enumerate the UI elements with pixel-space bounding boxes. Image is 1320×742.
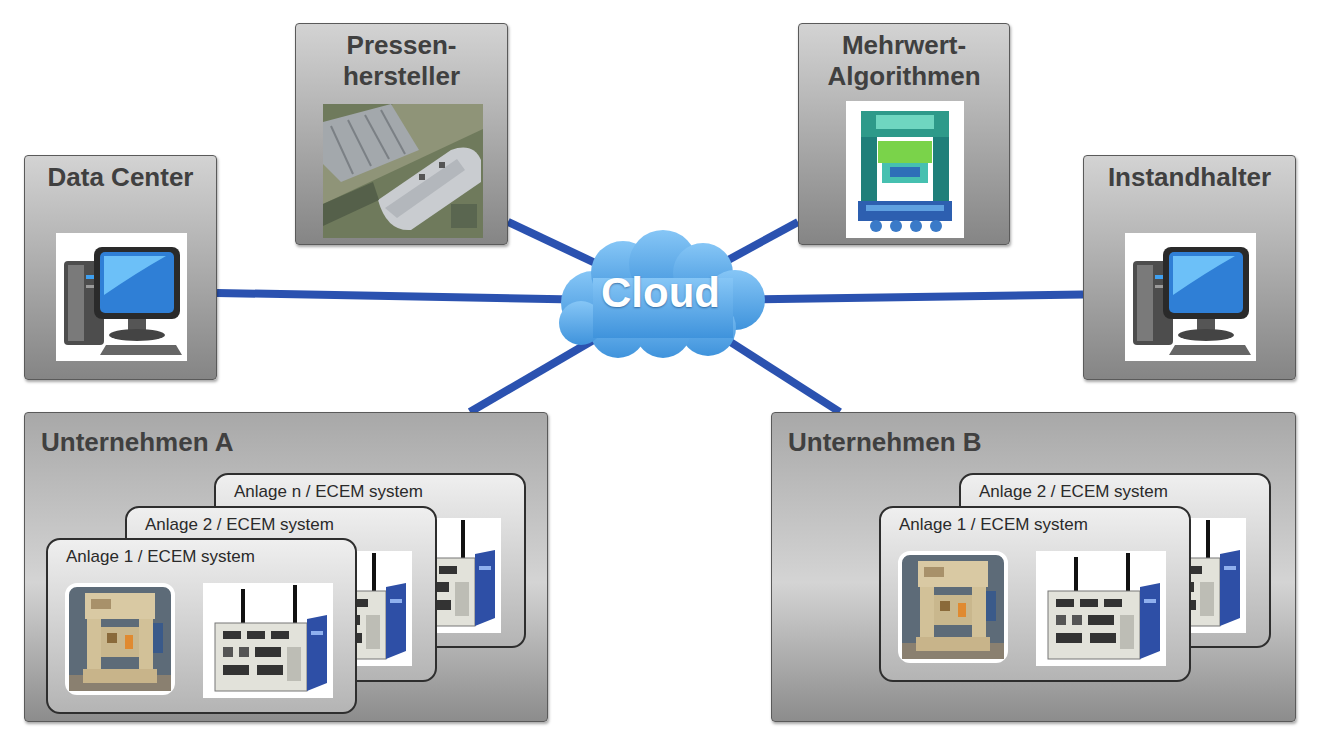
cloud-node: Cloud — [553, 228, 768, 358]
ecem-device — [1036, 551, 1166, 666]
process-box: Data Center — [24, 155, 217, 380]
box-heading: Instandhalter — [1108, 162, 1271, 193]
network-link — [470, 339, 596, 413]
box-heading: Data Center — [48, 162, 194, 193]
plant-label: Anlage 2 / ECEM system — [979, 482, 1168, 502]
company-group: Unternehmen B Anlage 2 / ECEM system Anl… — [771, 412, 1296, 722]
box-heading: Mehrwert- Algorithmen — [805, 30, 1003, 92]
plant-card: Anlage 1 / ECEM system — [46, 538, 357, 714]
process-box: Instandhalter — [1083, 155, 1296, 380]
plant-label: Anlage 1 / ECEM system — [899, 515, 1088, 535]
factory-photo — [323, 104, 483, 238]
box-heading: Unternehmen A — [41, 427, 234, 457]
press-model — [846, 101, 964, 238]
box-heading: Pressen- hersteller — [302, 30, 501, 92]
plant-label: Anlage 2 / ECEM system — [145, 515, 334, 535]
plant-label: Anlage 1 / ECEM system — [66, 547, 255, 567]
network-link — [747, 295, 1084, 300]
computer-icon — [1125, 233, 1256, 361]
company-group: Unternehmen A Anlage n / ECEM system Anl… — [24, 412, 548, 722]
plant-card: Anlage 1 / ECEM system — [879, 506, 1191, 682]
computer-icon — [56, 233, 187, 361]
plant-label: Anlage n / ECEM system — [234, 482, 423, 502]
box-heading: Unternehmen B — [788, 427, 982, 457]
cloud-label: Cloud — [601, 269, 720, 317]
ecem-device — [203, 583, 333, 698]
process-box: Mehrwert- Algorithmen — [798, 23, 1010, 245]
network-link — [217, 293, 575, 300]
process-box: Pressen- hersteller — [295, 23, 508, 245]
press-photo — [898, 551, 1008, 663]
network-link — [725, 339, 840, 413]
press-photo — [65, 583, 175, 695]
